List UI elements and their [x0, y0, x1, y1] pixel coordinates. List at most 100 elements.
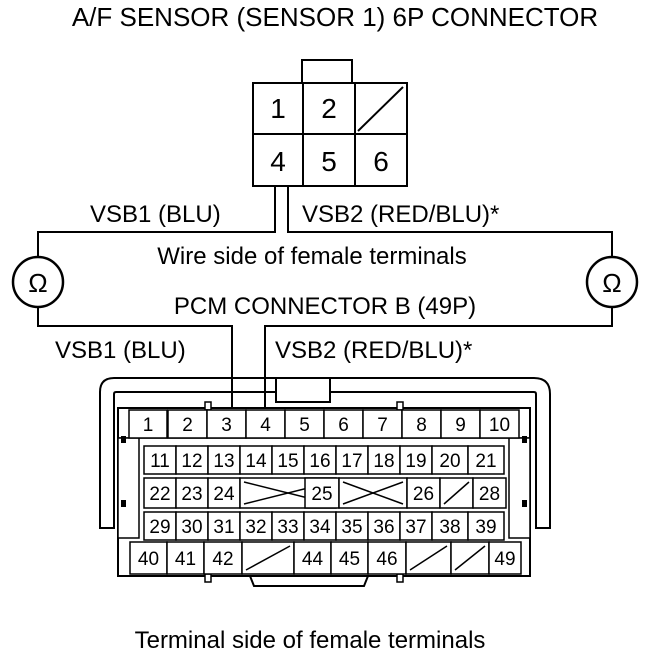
pcm-pin-label: 16: [309, 451, 330, 472]
unused-pin-cross: [342, 481, 404, 505]
unused-pin-slash: [443, 481, 470, 505]
pcm-pin-cell: [271, 511, 305, 541]
pcm-pin-label: 37: [405, 517, 426, 538]
pcm-pin-label: 31: [213, 517, 234, 538]
pcm-pin-label: 40: [138, 549, 159, 570]
pcm-pin-label: 8: [416, 415, 427, 436]
pcm-pin-cell: [175, 511, 209, 541]
pcm-pin-label: 34: [309, 517, 331, 538]
pcm-pin-cell: [323, 409, 364, 439]
pcm-pin-label: 30: [181, 517, 202, 538]
pcm-pin-label: 2: [182, 415, 193, 436]
pcm-pin-label: 14: [245, 451, 267, 472]
pcm-pin-label: 33: [277, 517, 298, 538]
pcm-pin-cell: [166, 541, 205, 575]
pcm-pin-cell: [479, 409, 520, 439]
diagram-title: A/F SENSOR (SENSOR 1) 6P CONNECTOR: [72, 2, 598, 32]
pcm-pin-label: 49: [494, 549, 515, 570]
unused-pin-slash: [409, 545, 448, 571]
unused-cavity-mark: [357, 86, 404, 132]
pcm-pin-cell: [271, 445, 305, 475]
pcm-wire-vsb2-label: VSB2 (RED/BLU)*: [275, 337, 472, 364]
pcm-pin-cell: [399, 511, 433, 541]
pcm-pin-label: 4: [260, 415, 271, 436]
pcm-pin-cell: [303, 445, 337, 475]
pcm-pin-label: 28: [479, 484, 500, 505]
pcm-pin-cell: [206, 409, 247, 439]
pcm-pin-label: 17: [341, 451, 362, 472]
ohm-icon: Ω: [28, 268, 47, 298]
pcm-pin-label: 29: [149, 517, 170, 538]
pcm-pin-cell: [203, 541, 243, 575]
pcm-pin-label: 44: [302, 549, 324, 570]
pcm-wire-vsb1-label: VSB1 (BLU): [55, 337, 186, 364]
pcm-pin-label: 13: [213, 451, 234, 472]
pcm-pin-cell: [284, 409, 325, 439]
pcm-pin-cell: [245, 409, 286, 439]
pcm-pin-cell: [367, 541, 407, 575]
pcm-pin-label: 36: [373, 517, 394, 538]
pcm-pin-cell: [207, 445, 241, 475]
unused-pin-slash: [245, 545, 291, 571]
pcm-pin-label: 5: [299, 415, 310, 436]
pcm-connector-label: PCM CONNECTOR B (49P): [174, 293, 476, 320]
pcm-pin-label: 18: [373, 451, 394, 472]
pcm-pin-cell: [488, 541, 522, 575]
pcm-pin-cell: [128, 409, 168, 439]
ohmmeter-left: Ω: [11, 255, 65, 309]
pcm-pin-cell: [467, 511, 505, 541]
af-pin-2: 2: [321, 93, 337, 124]
pcm-pin-cell: [143, 477, 177, 509]
af-wire-vsb2-label: VSB2 (RED/BLU)*: [302, 201, 499, 228]
pcm-pin-label: 10: [489, 415, 510, 436]
pcm-pin-label: 26: [413, 484, 434, 505]
pcm-pin-cell: [293, 541, 332, 575]
af-pin-4: 4: [270, 146, 286, 177]
pcm-pin-cell: [175, 445, 209, 475]
pcm-pin-cell: [401, 409, 442, 439]
ohmmeter-right: Ω: [585, 255, 639, 309]
terminal-side-label: Terminal side of female terminals: [135, 627, 486, 654]
pcm-pin-cell: [175, 477, 209, 509]
pcm-pin-label: 24: [213, 484, 235, 505]
pcm-pin-label: 3: [221, 415, 232, 436]
pcm-pin-cell: [304, 477, 340, 509]
unused-pin-slash: [454, 545, 486, 571]
pcm-pin-label: 23: [181, 484, 202, 505]
pcm-pin-label: 46: [376, 549, 397, 570]
pcm-pin-label: 22: [149, 484, 170, 505]
pcm-pin-cell: [207, 511, 241, 541]
ohm-icon: Ω: [602, 268, 621, 298]
pcm-pin-cell: [472, 477, 507, 509]
pcm-pin-cell: [399, 445, 433, 475]
pcm-pin-cell: [467, 445, 505, 475]
pcm-pin-label: 9: [455, 415, 466, 436]
pcm-pin-label: 7: [377, 415, 388, 436]
af-wire-vsb1-label: VSB1 (BLU): [90, 201, 221, 228]
pcm-pin-label: 42: [212, 549, 233, 570]
pcm-pin-cell: [330, 541, 369, 575]
upper-wires: [37, 186, 613, 258]
wire-side-label: Wire side of female terminals: [157, 243, 466, 270]
pcm-pin-label: 39: [475, 517, 496, 538]
pcm-pin-cell: [239, 445, 273, 475]
pcm-pin-label: 45: [339, 549, 360, 570]
pcm-pin-cell: [440, 409, 481, 439]
af-pin-1: 1: [270, 93, 286, 124]
pcm-pin-label: 21: [475, 451, 496, 472]
pcm-pin-label: 11: [150, 451, 170, 472]
pcm-pin-cell: [129, 541, 168, 575]
pcm-pin-cell: [335, 511, 369, 541]
af-pin-5: 5: [321, 146, 337, 177]
pcm-pin-label: 20: [439, 451, 460, 472]
pcm-pin-label: 38: [439, 517, 460, 538]
pcm-pin-label: 1: [143, 415, 154, 436]
pcm-pin-cell: [367, 445, 401, 475]
pcm-pin-cell: [406, 477, 441, 509]
pcm-pin-label: 6: [338, 415, 349, 436]
pcm-pin-label: 32: [245, 517, 266, 538]
af-sensor-connector: 1 2 4 5 6: [252, 59, 408, 187]
pcm-pin-label: 25: [311, 484, 332, 505]
